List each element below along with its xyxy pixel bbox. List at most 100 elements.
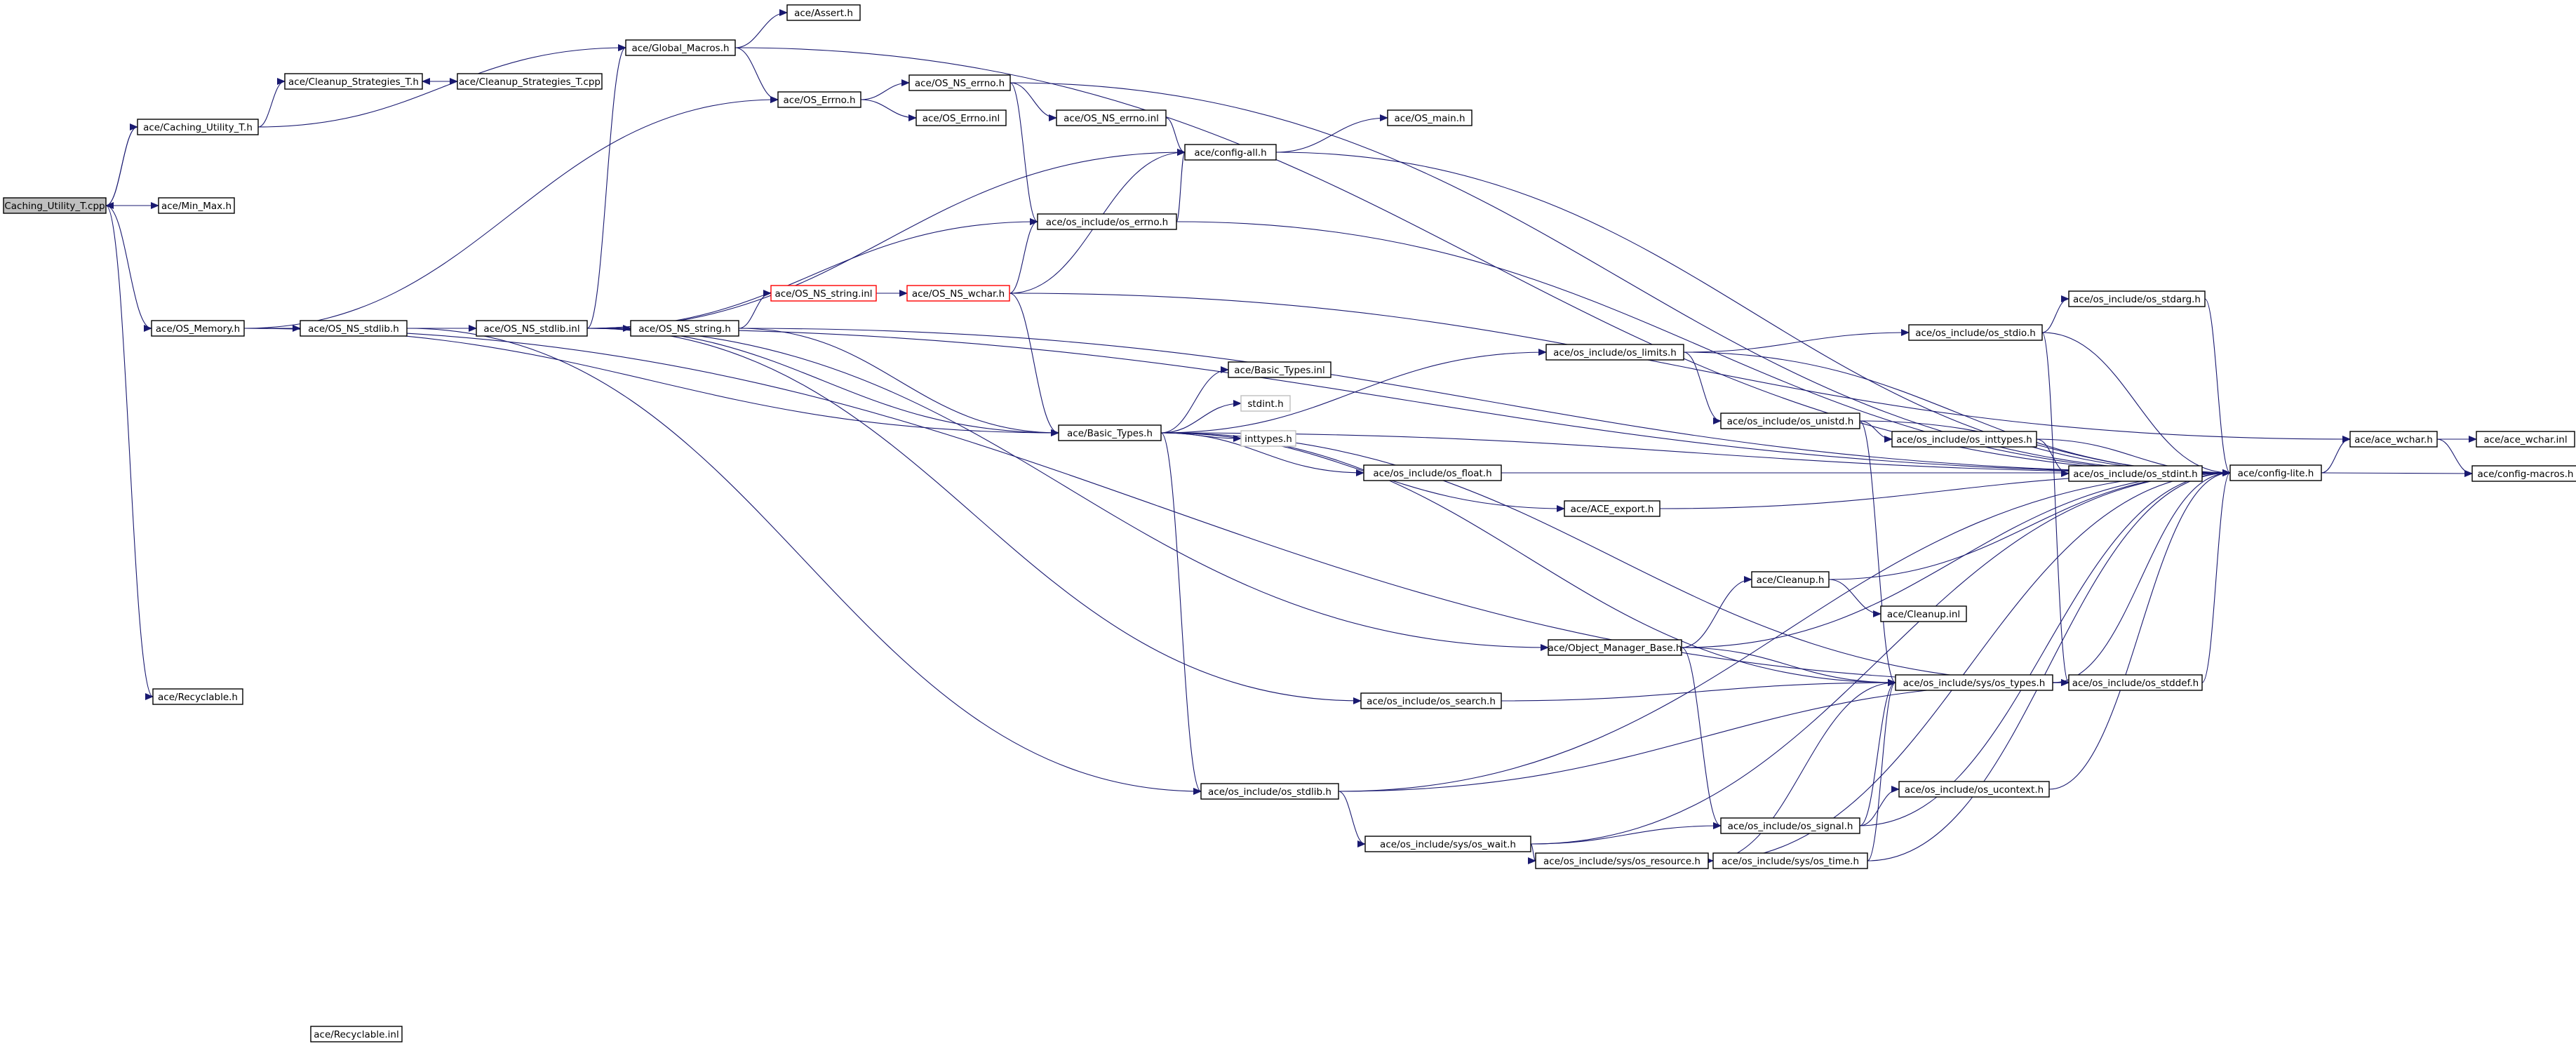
- edge-obj-mgr-base-to-os-inc-signal: [1681, 647, 1722, 829]
- edge-os-inc-errno-to-config-all: [1176, 149, 1186, 222]
- node-caching-cpp[interactable]: Caching_Utility_T.cpp: [3, 197, 107, 214]
- node-box: [625, 39, 736, 56]
- node-box: [1908, 324, 2043, 341]
- node-box: [906, 285, 1010, 302]
- node-box: [1895, 674, 2053, 691]
- node-stdint-h[interactable]: stdint.h: [1240, 395, 1291, 412]
- node-label: ace/os_include/os_stddef.h: [2072, 678, 2199, 689]
- node-os-ns-wchar-h[interactable]: ace/OS_NS_wchar.h: [906, 285, 1010, 302]
- node-box: [786, 4, 861, 21]
- node-os-ns-string-h[interactable]: ace/OS_NS_string.h: [630, 320, 739, 337]
- node-inttypes-h[interactable]: inttypes.h: [1240, 430, 1296, 447]
- node-os-inc-sys-types[interactable]: ace/os_include/sys/os_types.h: [1895, 674, 2053, 691]
- edge-obj-mgr-base-to-cleanup-h: [1681, 576, 1752, 648]
- edge-os-inc-unistd-to-os-inc-inttypes: [1859, 420, 1893, 443]
- node-box: [1545, 344, 1684, 361]
- node-box: [2471, 465, 2576, 482]
- node-cleanup-strat-cpp[interactable]: ace/Cleanup_Strategies_T.cpp: [457, 73, 603, 90]
- node-basic-types-inl[interactable]: ace/Basic_Types.inl: [1228, 361, 1331, 378]
- node-label: ace/os_include/os_stdint.h: [2073, 469, 2197, 480]
- node-os-inc-stdarg[interactable]: ace/os_include/os_stdarg.h: [2068, 290, 2206, 307]
- node-recyclable-h[interactable]: ace/Recyclable.h: [152, 688, 243, 705]
- node-min-max[interactable]: ace/Min_Max.h: [158, 197, 235, 214]
- node-recyclable-inl[interactable]: ace/Recyclable.inl: [310, 1026, 403, 1042]
- node-label: ace/Assert.h: [794, 8, 853, 19]
- node-os-inc-signal[interactable]: ace/os_include/os_signal.h: [1720, 817, 1860, 834]
- node-os-inc-limits[interactable]: ace/os_include/os_limits.h: [1545, 344, 1684, 361]
- node-layer: Caching_Utility_T.cpp ace/Caching_Utility…: [3, 4, 2576, 1042]
- edge-caching-cpp-to-recyclable-h: [105, 205, 154, 700]
- node-box: [1056, 109, 1167, 126]
- node-label: ace/OS_NS_stdlib.h: [308, 323, 399, 335]
- node-os-ns-errno-inl[interactable]: ace/OS_NS_errno.inl: [1056, 109, 1167, 126]
- node-os-memory[interactable]: ace/OS_Memory.h: [151, 320, 245, 337]
- node-config-all[interactable]: ace/config-all.h: [1184, 144, 1277, 161]
- node-os-inc-sys-resource[interactable]: ace/os_include/sys/os_resource.h: [1535, 852, 1709, 869]
- node-box: [1720, 413, 1860, 429]
- node-os-ns-stdlib-h[interactable]: ace/OS_NS_stdlib.h: [300, 320, 408, 337]
- node-os-errno-inl[interactable]: ace/OS_Errno.inl: [915, 109, 1007, 126]
- node-config-lite[interactable]: ace/config-lite.h: [2229, 464, 2322, 481]
- node-os-inc-ucontext[interactable]: ace/os_include/os_ucontext.h: [1898, 781, 2050, 798]
- node-os-errno-h[interactable]: ace/OS_Errno.h: [777, 91, 861, 108]
- edge-config-lite-to-ace-wchar-h: [2321, 436, 2351, 474]
- node-cleanup-strat-h[interactable]: ace/Cleanup_Strategies_T.h: [284, 73, 423, 90]
- node-ace-wchar-h[interactable]: ace/ace_wchar.h: [2349, 431, 2438, 448]
- node-caching-h[interactable]: ace/Caching_Utility_T.h: [137, 119, 259, 135]
- edge-global-macros-to-assert-h: [734, 9, 788, 48]
- node-box: [777, 91, 861, 108]
- edge-os-ns-wchar-h-to-os-inc-errno: [1009, 218, 1038, 294]
- node-os-inc-stdint[interactable]: ace/os_include/os_stdint.h: [2068, 465, 2203, 482]
- edge-os-ns-stdlib-inl-to-config-lite: [586, 328, 2231, 476]
- node-label: ace/os_include/sys/os_types.h: [1903, 678, 2046, 689]
- node-os-inc-float[interactable]: ace/os_include/os_float.h: [1363, 464, 1502, 481]
- node-os-inc-unistd[interactable]: ace/os_include/os_unistd.h: [1720, 413, 1860, 429]
- edge-os-inc-sys-resource-to-os-inc-sys-types: [1708, 679, 1896, 861]
- node-os-inc-stdio[interactable]: ace/os_include/os_stdio.h: [1908, 324, 2043, 341]
- edge-os-inc-stdlib-to-os-inc-sys-wait: [1338, 791, 1366, 847]
- node-config-macros[interactable]: ace/config-macros.h: [2471, 465, 2576, 482]
- node-box: [476, 320, 588, 337]
- node-os-inc-sys-wait[interactable]: ace/os_include/sys/os_wait.h: [1364, 836, 1531, 852]
- edge-os-memory-to-os-inc-stddef: [243, 328, 2069, 686]
- node-cleanup-inl[interactable]: ace/Cleanup.inl: [1880, 605, 1967, 622]
- node-os-inc-sys-time[interactable]: ace/os_include/sys/os_time.h: [1712, 852, 1868, 869]
- node-label: ace/OS_NS_errno.h: [915, 78, 1005, 89]
- node-box: [152, 688, 243, 705]
- node-global-macros[interactable]: ace/Global_Macros.h: [625, 39, 736, 56]
- node-label: ace/os_include/os_search.h: [1367, 696, 1496, 707]
- node-label: ace/Cleanup.h: [1757, 575, 1825, 586]
- node-box: [310, 1026, 403, 1042]
- node-os-inc-stddef[interactable]: ace/os_include/os_stddef.h: [2068, 674, 2203, 691]
- node-label: ace/os_include/sys/os_resource.h: [1543, 856, 1700, 867]
- node-basic-types-h[interactable]: ace/Basic_Types.h: [1058, 424, 1162, 441]
- node-assert-h[interactable]: ace/Assert.h: [786, 4, 861, 21]
- node-os-inc-errno[interactable]: ace/os_include/os_errno.h: [1037, 213, 1177, 230]
- node-box: [1360, 692, 1502, 709]
- edge-os-inc-sys-wait-to-config-lite: [1530, 469, 2231, 845]
- node-os-ns-stdlib-inl[interactable]: ace/OS_NS_stdlib.inl: [476, 320, 588, 337]
- node-obj-mgr-base[interactable]: ace/Object_Manager_Base.h: [1548, 639, 1682, 656]
- node-os-ns-string-inl[interactable]: ace/OS_NS_string.inl: [770, 285, 877, 302]
- node-os-inc-inttypes[interactable]: ace/os_include/os_inttypes.h: [1891, 431, 2037, 448]
- node-box: [630, 320, 739, 337]
- node-box: [1751, 571, 1830, 588]
- node-os-ns-errno-h[interactable]: ace/OS_NS_errno.h: [908, 74, 1011, 91]
- node-ace-wchar-inl[interactable]: ace/ace_wchar.inl: [2476, 431, 2575, 448]
- node-box: [1240, 430, 1296, 447]
- edge-config-all-to-config-lite: [1275, 152, 2231, 476]
- edge-os-ns-errno-h-to-os-inc-errno: [1009, 82, 1038, 225]
- node-os-inc-stdlib[interactable]: ace/os_include/os_stdlib.h: [1200, 783, 1339, 800]
- node-ace-export[interactable]: ace/ACE_export.h: [1564, 500, 1661, 517]
- edge-os-inc-sys-time-to-os-inc-sys-types: [1867, 679, 1896, 861]
- node-box: [1891, 431, 2037, 448]
- node-os-main[interactable]: ace/OS_main.h: [1387, 109, 1473, 126]
- node-box: [1363, 464, 1502, 481]
- node-box: [2068, 290, 2206, 307]
- node-cleanup-h[interactable]: ace/Cleanup.h: [1751, 571, 1830, 588]
- node-os-inc-search[interactable]: ace/os_include/os_search.h: [1360, 692, 1502, 709]
- node-label: ace/OS_Memory.h: [156, 323, 240, 335]
- edge-cleanup-h-to-config-lite: [1828, 469, 2231, 580]
- edge-os-ns-stdlib-inl-to-basic-types-h: [586, 328, 1059, 436]
- edge-os-memory-to-basic-types-h: [243, 328, 1059, 436]
